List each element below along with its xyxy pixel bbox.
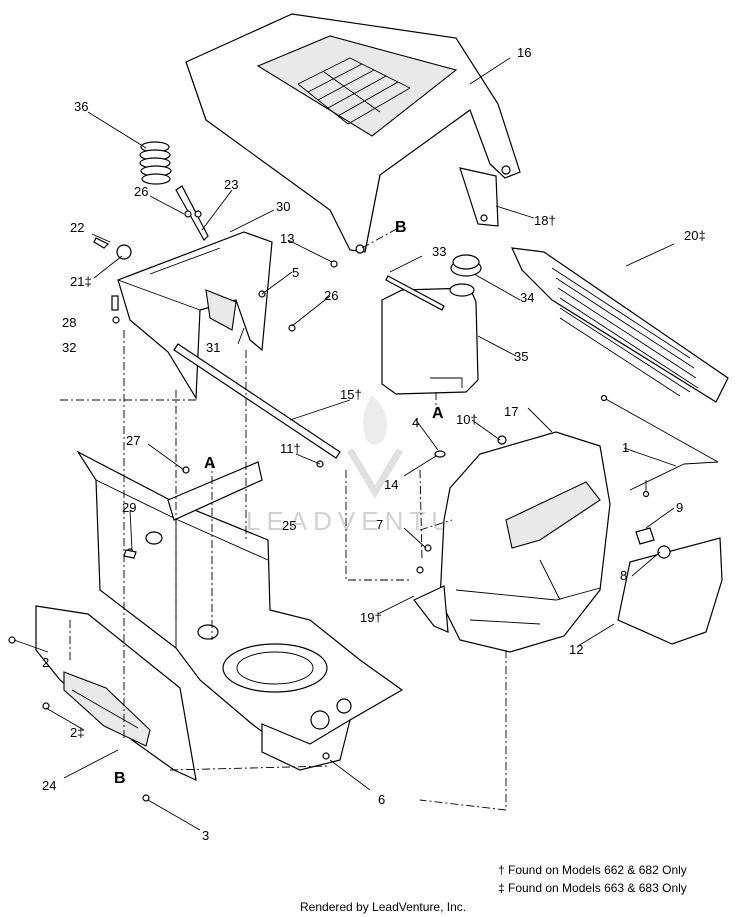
callout-15: 15† [340,387,362,402]
callout-22: 21‡ [70,274,92,289]
nose-housing-part-16 [439,431,611,653]
callout-24: 23 [224,177,238,192]
callout-21: 20‡ [684,228,706,243]
callout-20: 24 [42,778,56,793]
callout-labels: 16 18† 20‡ 36 26 23 30 22 21‡ 13 5 26 28… [42,45,706,843]
callout-7: 7 [376,517,383,532]
ref-letter-b-grille: B [114,770,126,787]
callout-2b: 2‡ [70,725,84,740]
callout-2a: 2 [42,655,49,670]
leader-lines [13,57,677,831]
callout-26b: 26 [324,288,338,303]
callout-31: 31 [206,340,220,355]
spring-part-36 [139,141,172,185]
callout-29: 29 [122,500,136,515]
side-panel-part-21 [511,247,729,403]
fuel-cap-part-34 [450,254,482,277]
wire-harness-part-1 [600,394,719,498]
callout-28: 28 [62,315,76,330]
callout-25: 25 [282,518,296,533]
phantom-lines [60,225,507,811]
rod-part-15 [173,343,341,459]
callout-10: 10† [456,412,478,427]
hood-part-17 [185,13,521,254]
callout-4: 4 [412,415,419,430]
ref-letter-a-tank: A [432,405,444,422]
callout-30: 30 [276,199,290,214]
callout-33: 33 [432,244,446,259]
callout-17: 16 [517,45,531,60]
reference-letters: B A A B [114,219,444,787]
callout-3: 3 [202,828,209,843]
callout-19: 18† [534,213,556,228]
callout-32: 32 [62,340,76,355]
callout-16: 17 [504,404,518,419]
callout-6: 6 [378,792,385,807]
callout-5: 5 [292,265,299,280]
callout-26a: 26 [134,184,148,199]
footnote-double-dagger: ‡ Found on Models 663 & 683 Only [498,881,687,895]
callout-11: 11† [280,441,301,456]
callout-34: 34 [520,290,534,305]
ref-letter-a-frame: A [204,455,216,472]
callout-12: 12 [569,642,583,657]
dash-panel-part-30 [111,185,273,400]
fuel-strap-part-33 [385,275,445,311]
callout-9: 9 [676,500,683,515]
fuel-tank-part-35 [381,283,479,395]
callout-35: 35 [514,349,528,364]
callout-27: 27 [126,433,140,448]
callout-23: 22 [70,220,84,235]
hood-bracket-part-19 [459,167,499,227]
callout-13: 14 [384,477,398,492]
lens-part-12 [617,537,723,645]
bracket-part-18 [413,585,449,633]
credit-text: Rendered by LeadVenture, Inc. [300,900,467,914]
ref-letter-b-top: B [395,219,407,236]
callout-8: 8 [620,568,627,583]
callout-1: 1 [622,440,629,455]
footnote-dagger: † Found on Models 662 & 682 Only [498,863,687,877]
callout-18: 19† [360,610,382,625]
callout-14: 13 [280,231,294,246]
callout-36: 36 [74,99,88,114]
